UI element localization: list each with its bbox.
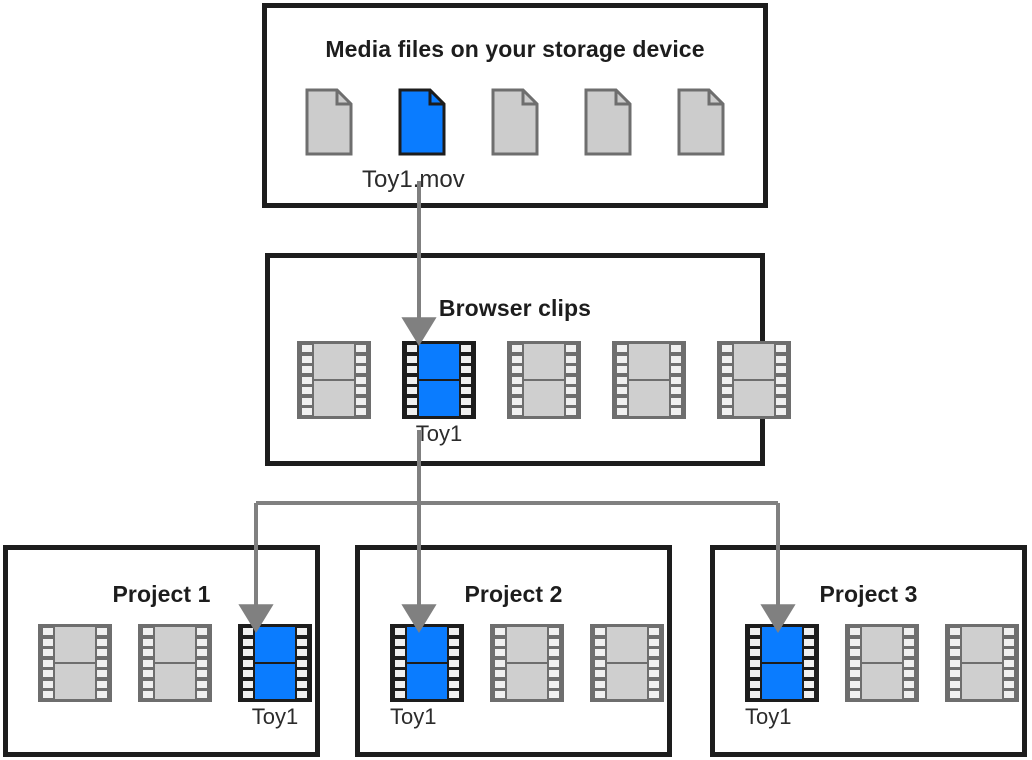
sprocket-strip-right bbox=[95, 627, 109, 699]
project-panel-3: Project 3 Toy1 bbox=[710, 545, 1027, 757]
sprocket-strip-right bbox=[295, 627, 309, 699]
clip-thumbnail bbox=[407, 627, 447, 699]
project-clip-label-1: Toy1 bbox=[251, 704, 299, 729]
project-clip-wrap bbox=[138, 624, 212, 702]
sprocket-strip-right bbox=[547, 627, 561, 699]
sprocket-strip-left bbox=[41, 627, 55, 699]
film-clip-icon[interactable] bbox=[590, 624, 664, 702]
sprocket-strip-left bbox=[615, 344, 629, 416]
sprocket-strip-left bbox=[510, 344, 524, 416]
media-file-label: Toy1.mov bbox=[362, 166, 465, 193]
film-clip-icon[interactable] bbox=[612, 341, 686, 419]
browser-clip-wrap bbox=[297, 341, 371, 419]
project-clip-wrap bbox=[945, 624, 1019, 702]
film-clip-icon[interactable] bbox=[490, 624, 564, 702]
sprocket-strip-right bbox=[647, 627, 661, 699]
sprocket-strip-left bbox=[948, 627, 962, 699]
sprocket-strip-left bbox=[593, 627, 607, 699]
media-files-title: Media files on your storage device bbox=[325, 36, 705, 62]
project-clip-wrap bbox=[38, 624, 112, 702]
sprocket-strip-right bbox=[195, 627, 209, 699]
project-title-2: Project 2 bbox=[464, 581, 563, 607]
document-file-icon-selected[interactable] bbox=[398, 88, 446, 156]
film-clip-icon-selected[interactable] bbox=[745, 624, 819, 702]
document-file-icon[interactable] bbox=[677, 88, 725, 156]
project-clip-wrap-selected: Toy1 bbox=[745, 624, 819, 729]
project-clip-wrap bbox=[490, 624, 564, 702]
project-clip-wrap-selected: Toy1 bbox=[238, 624, 312, 729]
project-clip-wrap-selected: Toy1 bbox=[390, 624, 464, 729]
sprocket-strip-left bbox=[493, 627, 507, 699]
clip-thumbnail bbox=[629, 344, 669, 416]
clip-thumbnail bbox=[507, 627, 547, 699]
browser-clip-label: Toy1 bbox=[415, 421, 463, 446]
film-clip-icon-selected[interactable] bbox=[238, 624, 312, 702]
film-clip-icon[interactable] bbox=[138, 624, 212, 702]
browser-clips-title: Browser clips bbox=[438, 295, 592, 321]
project-panel-1: Project 1 bbox=[3, 545, 320, 757]
clip-thumbnail bbox=[762, 627, 802, 699]
clip-thumbnail bbox=[155, 627, 195, 699]
sprocket-strip-left bbox=[748, 627, 762, 699]
media-files-panel: Media files on your storage device bbox=[262, 3, 768, 208]
film-clip-icon-selected[interactable] bbox=[390, 624, 464, 702]
project-clip-label-3: Toy1 bbox=[745, 704, 792, 729]
sprocket-strip-right bbox=[564, 344, 578, 416]
sprocket-strip-right bbox=[669, 344, 683, 416]
browser-clips-panel: Browser clips bbox=[265, 253, 791, 466]
sprocket-strip-right bbox=[902, 627, 916, 699]
project-title-1: Project 1 bbox=[112, 581, 211, 607]
browser-clip-wrap-selected: Toy1 bbox=[402, 341, 476, 446]
clip-thumbnail bbox=[255, 627, 295, 699]
sprocket-strip-left bbox=[393, 627, 407, 699]
project-clip-wrap bbox=[845, 624, 919, 702]
sprocket-strip-right bbox=[774, 344, 788, 416]
clip-thumbnail bbox=[607, 627, 647, 699]
sprocket-strip-left bbox=[405, 344, 419, 416]
project-panel-2: Project 2 Toy1 bbox=[355, 545, 672, 757]
browser-clip-wrap bbox=[717, 341, 791, 419]
clip-thumbnail bbox=[419, 344, 459, 416]
sprocket-strip-left bbox=[141, 627, 155, 699]
sprocket-strip-right bbox=[354, 344, 368, 416]
sprocket-strip-right bbox=[447, 627, 461, 699]
media-file-row bbox=[267, 88, 763, 156]
document-file-icon[interactable] bbox=[491, 88, 539, 156]
clip-thumbnail bbox=[314, 344, 354, 416]
film-clip-icon[interactable] bbox=[38, 624, 112, 702]
film-clip-icon[interactable] bbox=[945, 624, 1019, 702]
clip-thumbnail bbox=[962, 627, 1002, 699]
project-clip-row-1: Toy1 bbox=[38, 624, 312, 729]
project-title-3: Project 3 bbox=[819, 581, 918, 607]
film-clip-icon[interactable] bbox=[507, 341, 581, 419]
browser-clip-row: Toy1 bbox=[297, 341, 791, 446]
project-clip-row-3: Toy1 bbox=[745, 624, 1019, 729]
sprocket-strip-right bbox=[1002, 627, 1016, 699]
clip-thumbnail bbox=[862, 627, 902, 699]
clip-thumbnail bbox=[524, 344, 564, 416]
film-clip-icon[interactable] bbox=[717, 341, 791, 419]
film-clip-icon[interactable] bbox=[845, 624, 919, 702]
project-clip-row-2: Toy1 bbox=[390, 624, 664, 729]
sprocket-strip-left bbox=[848, 627, 862, 699]
film-clip-icon-selected[interactable] bbox=[402, 341, 476, 419]
project-clip-wrap bbox=[590, 624, 664, 702]
sprocket-strip-right bbox=[802, 627, 816, 699]
clip-thumbnail bbox=[55, 627, 95, 699]
film-clip-icon[interactable] bbox=[297, 341, 371, 419]
sprocket-strip-left bbox=[241, 627, 255, 699]
document-file-icon[interactable] bbox=[584, 88, 632, 156]
sprocket-strip-left bbox=[720, 344, 734, 416]
document-file-icon[interactable] bbox=[305, 88, 353, 156]
browser-clip-wrap bbox=[507, 341, 581, 419]
clip-thumbnail bbox=[734, 344, 774, 416]
project-clip-label-2: Toy1 bbox=[390, 704, 437, 729]
sprocket-strip-left bbox=[300, 344, 314, 416]
sprocket-strip-right bbox=[459, 344, 473, 416]
browser-clip-wrap bbox=[612, 341, 686, 419]
